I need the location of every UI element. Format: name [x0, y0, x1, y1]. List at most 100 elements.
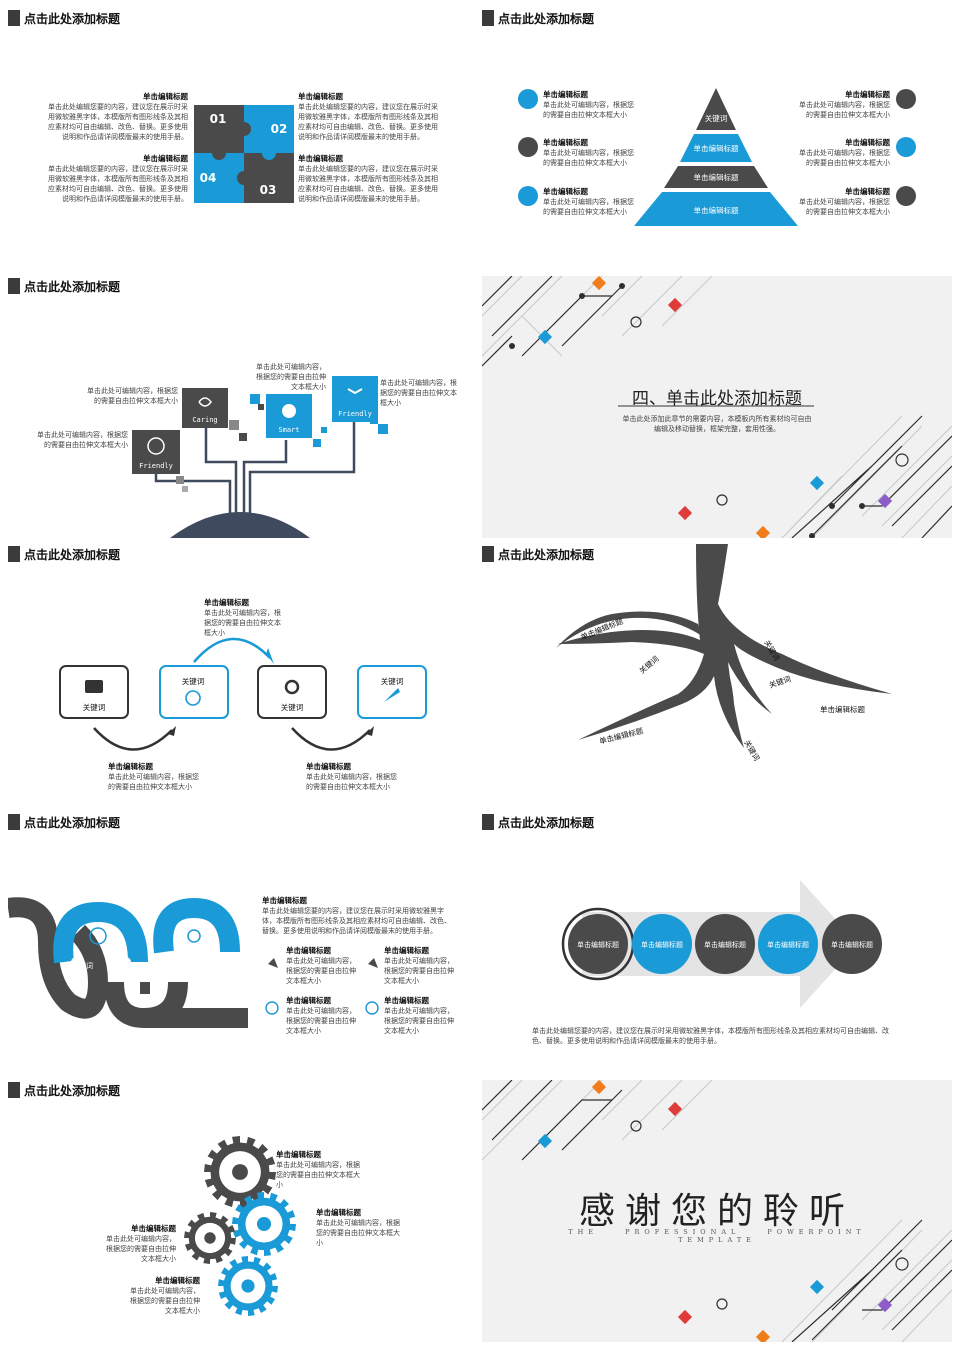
pyramid-level-1: 关键词: [705, 113, 728, 123]
slide-header: 点击此处添加标题: [8, 546, 120, 562]
circuit-background: [482, 276, 952, 538]
block-body: 单击此处可编辑内容，根据您的需要自由拉伸文本框大小: [204, 609, 281, 637]
snake-label: 关键词: [72, 961, 93, 970]
slide-header: 点击此处添加标题: [8, 1082, 120, 1098]
slide-puzzle: 点击此处添加标题 单击编辑标题单击此处编辑您要的内容，建议您在展示时采用微软雅黑…: [8, 8, 478, 270]
header-bar: [8, 814, 20, 830]
pyramid-graphic: 关键词 单击编辑标题 单击编辑标题 单击编辑标题: [518, 88, 916, 226]
box-label: 关键词: [182, 676, 205, 686]
tree-text: 单击此处可编辑内容，根据您的需要自由拉伸文本框大小: [87, 387, 178, 405]
text-block: 单击编辑标题单击此处可编辑内容，根据您的需要自由拉伸文本框大小: [286, 996, 358, 1036]
slide-title: 点击此处添加标题: [24, 279, 121, 294]
text-block: 单击编辑标题单击此处可编辑内容，根据您的需要自由拉伸文本框大小: [276, 1150, 364, 1190]
circle-label: 单击编辑标题: [767, 940, 809, 949]
section-body: 单击此处添加此章节的需要内容，本模板内所有素材均可自由编辑及移动替换，框架完整，…: [622, 415, 812, 433]
block-body: 单击此处可编辑内容，根据您的需要自由拉伸文本框大小: [108, 773, 199, 791]
slide-pyramid: 点击此处添加标题 关键词 单击编辑标题 单击编辑标题 单击编辑标题 单击编辑标题…: [482, 8, 952, 270]
block-body: 单击此处编辑您要的内容，建议您在展示时采用微软雅黑字体，本模版所有图形线条及其相…: [298, 103, 438, 141]
main-body: 单击此处编辑您要的内容，建议您在展示时采用微软雅黑字体，本模版所有图形线条及其相…: [262, 907, 451, 935]
item-title: 单击编辑标题: [316, 1208, 361, 1217]
puzzle-piece-03: 03: [260, 183, 277, 197]
tree-text: 单击此处可编辑内容，根据您的需要自由拉伸文本框大小: [256, 363, 326, 391]
gear-center: [256, 1216, 272, 1232]
puzzle-piece-02: 02: [271, 122, 288, 136]
text-block: 单击编辑标题单击此处可编辑内容，根据您的需要自由拉伸文本框大小: [316, 1208, 406, 1248]
text-block: 单击编辑标题单击此处可编辑内容，根据您的需要自由拉伸文本框大小: [384, 996, 456, 1036]
block-title: 单击编辑标题: [143, 154, 188, 163]
block-title: 单击编辑标题: [143, 92, 188, 101]
header-bar: [8, 1082, 20, 1098]
text-block: 单击编辑标题单击此处可编辑内容，根据您的需要自由拉伸文本框大小: [798, 187, 890, 217]
slide-process: 点击此处添加标题 关键词 关键词 关键词 关键词 单击编辑标题单击此处可编辑内容…: [8, 544, 478, 806]
item-body: 单击此处可编辑内容，根据您的需要自由拉伸文本框大小: [106, 1235, 176, 1263]
item-title: 单击编辑标题: [276, 1150, 321, 1159]
text-block: 单击编辑标题单击此处可编辑内容，根据您的需要自由拉伸文本框大小: [543, 90, 635, 120]
gear-center: [204, 1232, 216, 1244]
slide-title: 点击此处添加标题: [24, 815, 121, 830]
item-title: 单击编辑标题: [131, 1224, 176, 1233]
text-block: 单击编辑标题单击此处编辑您要的内容，建议您在展示时采用微软雅黑字体，本模版所有图…: [48, 154, 188, 204]
main-title: 单击编辑标题: [262, 896, 307, 905]
header-bar: [8, 10, 20, 26]
slide-section: 四、单击此处添加标题 单击此处添加此章节的需要内容，本模板内所有素材均可自由编辑…: [482, 276, 952, 538]
slide-gears: 点击此处添加标题 单击编辑标题单击此处可编辑内容，根据您的需要自由拉伸文本框大小…: [8, 1080, 478, 1342]
slide-header: 点击此处添加标题: [8, 278, 120, 294]
block-title: 单击编辑标题: [204, 598, 249, 607]
block-body: 单击此处可编辑内容，根据您的需要自由拉伸文本框大小: [306, 773, 397, 791]
footer-text: 单击此处编辑您要的内容，建议您在展示时采用微软雅黑字体，本模版所有图形线条及其相…: [532, 1027, 889, 1045]
slide-header: 点击此处添加标题: [482, 814, 594, 830]
thanks-title: 感谢您的聆听: [578, 1191, 855, 1232]
text-block: 单击编辑标题单击此处可编辑内容，根据您的需要自由拉伸文本框大小: [543, 138, 635, 168]
text-block: 单击编辑标题单击此处可编辑内容，根据您的需要自由拉伸文本框大小: [108, 762, 202, 792]
item-body: 单击此处可编辑内容，根据您的需要自由拉伸文本框大小: [543, 101, 634, 119]
root-label: 关键词: [637, 653, 661, 675]
block-title: 单击编辑标题: [298, 154, 343, 163]
item-title: 单击编辑标题: [845, 90, 890, 99]
circuit-background: [482, 1080, 952, 1342]
box-label: 关键词: [381, 676, 404, 686]
block-title: 单击编辑标题: [306, 762, 351, 771]
item-title: 单击编辑标题: [384, 946, 429, 955]
item-title: 单击编辑标题: [543, 187, 588, 196]
slide-snake: 点击此处添加标题 关键词 关键词 单击编辑标题单击此处编辑您要的内容，建议您在展…: [8, 812, 478, 1074]
box-label: 关键词: [281, 702, 304, 712]
item-title: 单击编辑标题: [286, 946, 331, 955]
item-body: 单击此处可编辑内容，根据您的需要自由拉伸文本框大小: [316, 1219, 400, 1247]
item-title: 单击编辑标题: [543, 90, 588, 99]
snake-label: 关键词: [174, 961, 195, 970]
item-title: 单击编辑标题: [155, 1276, 200, 1285]
item-body: 单击此处可编辑内容，根据您的需要自由拉伸文本框大小: [286, 957, 356, 985]
item-body: 单击此处可编辑内容，根据您的需要自由拉伸文本框大小: [799, 149, 890, 167]
item-title: 单击编辑标题: [286, 996, 331, 1005]
root-label: 单击编辑标题: [820, 704, 865, 714]
box-label: Friendly: [338, 410, 372, 418]
slide-header: 点击此处添加标题: [8, 814, 120, 830]
box-label: 关键词: [83, 702, 106, 712]
pyramid-level-2: 单击编辑标题: [694, 143, 739, 153]
slide-title: 点击此处添加标题: [498, 11, 595, 26]
slide-header: 点击此处添加标题: [482, 10, 594, 26]
item-title: 单击编辑标题: [543, 138, 588, 147]
header-bar: [8, 278, 20, 294]
root-label: 关键词: [768, 673, 792, 689]
pyramid-level-3: 单击编辑标题: [694, 172, 739, 182]
item-title: 单击编辑标题: [845, 138, 890, 147]
item-body: 单击此处可编辑内容，根据您的需要自由拉伸文本框大小: [543, 198, 634, 216]
text-block: 单击编辑标题单击此处可编辑内容，根据您的需要自由拉伸文本框大小: [543, 187, 635, 217]
circle-label: 单击编辑标题: [831, 940, 873, 949]
text-block: 单击编辑标题单击此处可编辑内容，根据您的需要自由拉伸文本框大小: [124, 1276, 200, 1316]
thanks-subtitle: THE PROFESSIONAL POWERPOINT TEMPLATE: [568, 1228, 866, 1244]
text-block: 单击编辑标题单击此处可编辑内容，根据您的需要自由拉伸文本框大小: [798, 90, 890, 120]
item-body: 单击此处可编辑内容，根据您的需要自由拉伸文本框大小: [799, 198, 890, 216]
text-block: 单击编辑标题单击此处可编辑内容，根据您的需要自由拉伸文本框大小: [798, 138, 890, 168]
pyramid-level-4: 单击编辑标题: [694, 205, 739, 215]
snake-graphic: 关键词 关键词: [8, 897, 379, 1029]
tree-text: 单击此处可编辑内容，根据您的需要自由拉伸文本框大小: [37, 431, 128, 449]
item-title: 单击编辑标题: [845, 187, 890, 196]
circle-label: 单击编辑标题: [641, 940, 683, 949]
text-block: 单击编辑标题单击此处编辑您要的内容，建议您在展示时采用微软雅黑字体，本模版所有图…: [48, 92, 188, 142]
slide-arrow: 点击此处添加标题 单击编辑标题 单击编辑标题 单击编辑标题 单击编辑标题 单击编…: [482, 812, 952, 1074]
circle-label: 单击编辑标题: [704, 940, 746, 949]
arrow-graphic: 单击编辑标题 单击编辑标题 单击编辑标题 单击编辑标题 单击编辑标题: [561, 880, 882, 1008]
main-text: 单击编辑标题单击此处编辑您要的内容，建议您在展示时采用微软雅黑字体，本模版所有图…: [262, 896, 452, 936]
